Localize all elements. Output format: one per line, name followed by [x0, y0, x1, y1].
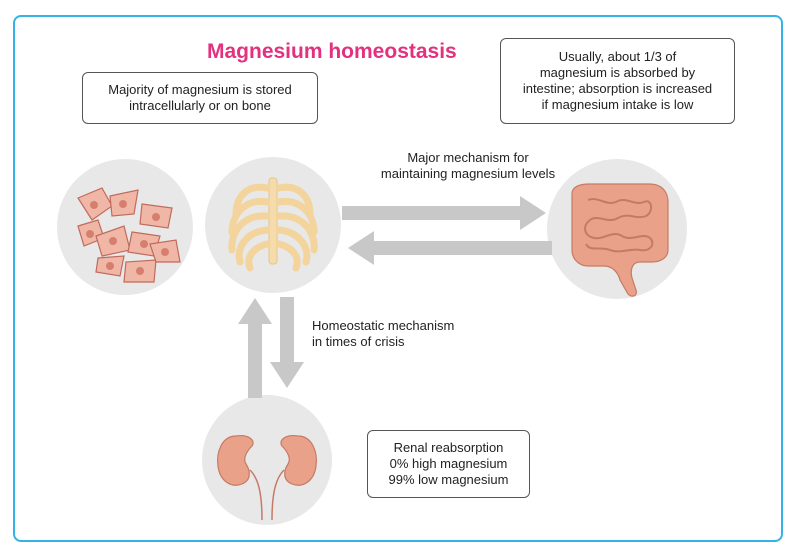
arrow-kidney-to-bone: [238, 298, 272, 398]
absorption-note-line-2: magnesium is absorbed by: [539, 65, 696, 80]
absorption-note-line-3: intestine; absorption is increased: [522, 81, 713, 96]
homeostatic-mechanism-label: Homeostatic mechanism in times of crisis: [312, 318, 512, 350]
storage-note-line-2: intracellularly or on bone: [129, 98, 271, 113]
cells-icon: [77, 187, 181, 283]
homeostatic-mechanism-line-1: Homeostatic mechanism: [312, 318, 455, 333]
intestine-icon: [571, 183, 669, 297]
renal-note-line-1: Renal reabsorption: [393, 440, 504, 455]
storage-note-line-1: Majority of magnesium is stored: [108, 82, 292, 97]
absorption-note-line-4: if magnesium intake is low: [541, 97, 694, 112]
diagram-frame: [13, 15, 783, 542]
arrow-bone-to-intestine: [342, 196, 546, 230]
major-mechanism-line-1: Major mechanism for: [407, 150, 529, 165]
arrow-intestine-to-bone: [348, 231, 552, 265]
absorption-note-box: Usually, about 1/3 of magnesium is absor…: [500, 38, 735, 124]
major-mechanism-line-2: maintaining magnesium levels: [380, 166, 556, 181]
major-mechanism-label: Major mechanism for maintaining magnesiu…: [368, 150, 568, 182]
renal-note-box: Renal reabsorption 0% high magnesium 99%…: [367, 430, 530, 498]
diagram-title: Magnesium homeostasis: [207, 40, 457, 63]
arrow-bone-to-kidney: [270, 297, 304, 388]
homeostatic-mechanism-line-2: in times of crisis: [312, 334, 405, 349]
ribcage-icon: [228, 177, 318, 272]
kidneys-icon: [217, 435, 317, 521]
storage-note-box: Majority of magnesium is stored intracel…: [82, 72, 318, 124]
absorption-note-line-1: Usually, about 1/3 of: [558, 49, 677, 64]
renal-note-line-3: 99% low magnesium: [388, 472, 509, 487]
renal-note-line-2: 0% high magnesium: [389, 456, 508, 471]
